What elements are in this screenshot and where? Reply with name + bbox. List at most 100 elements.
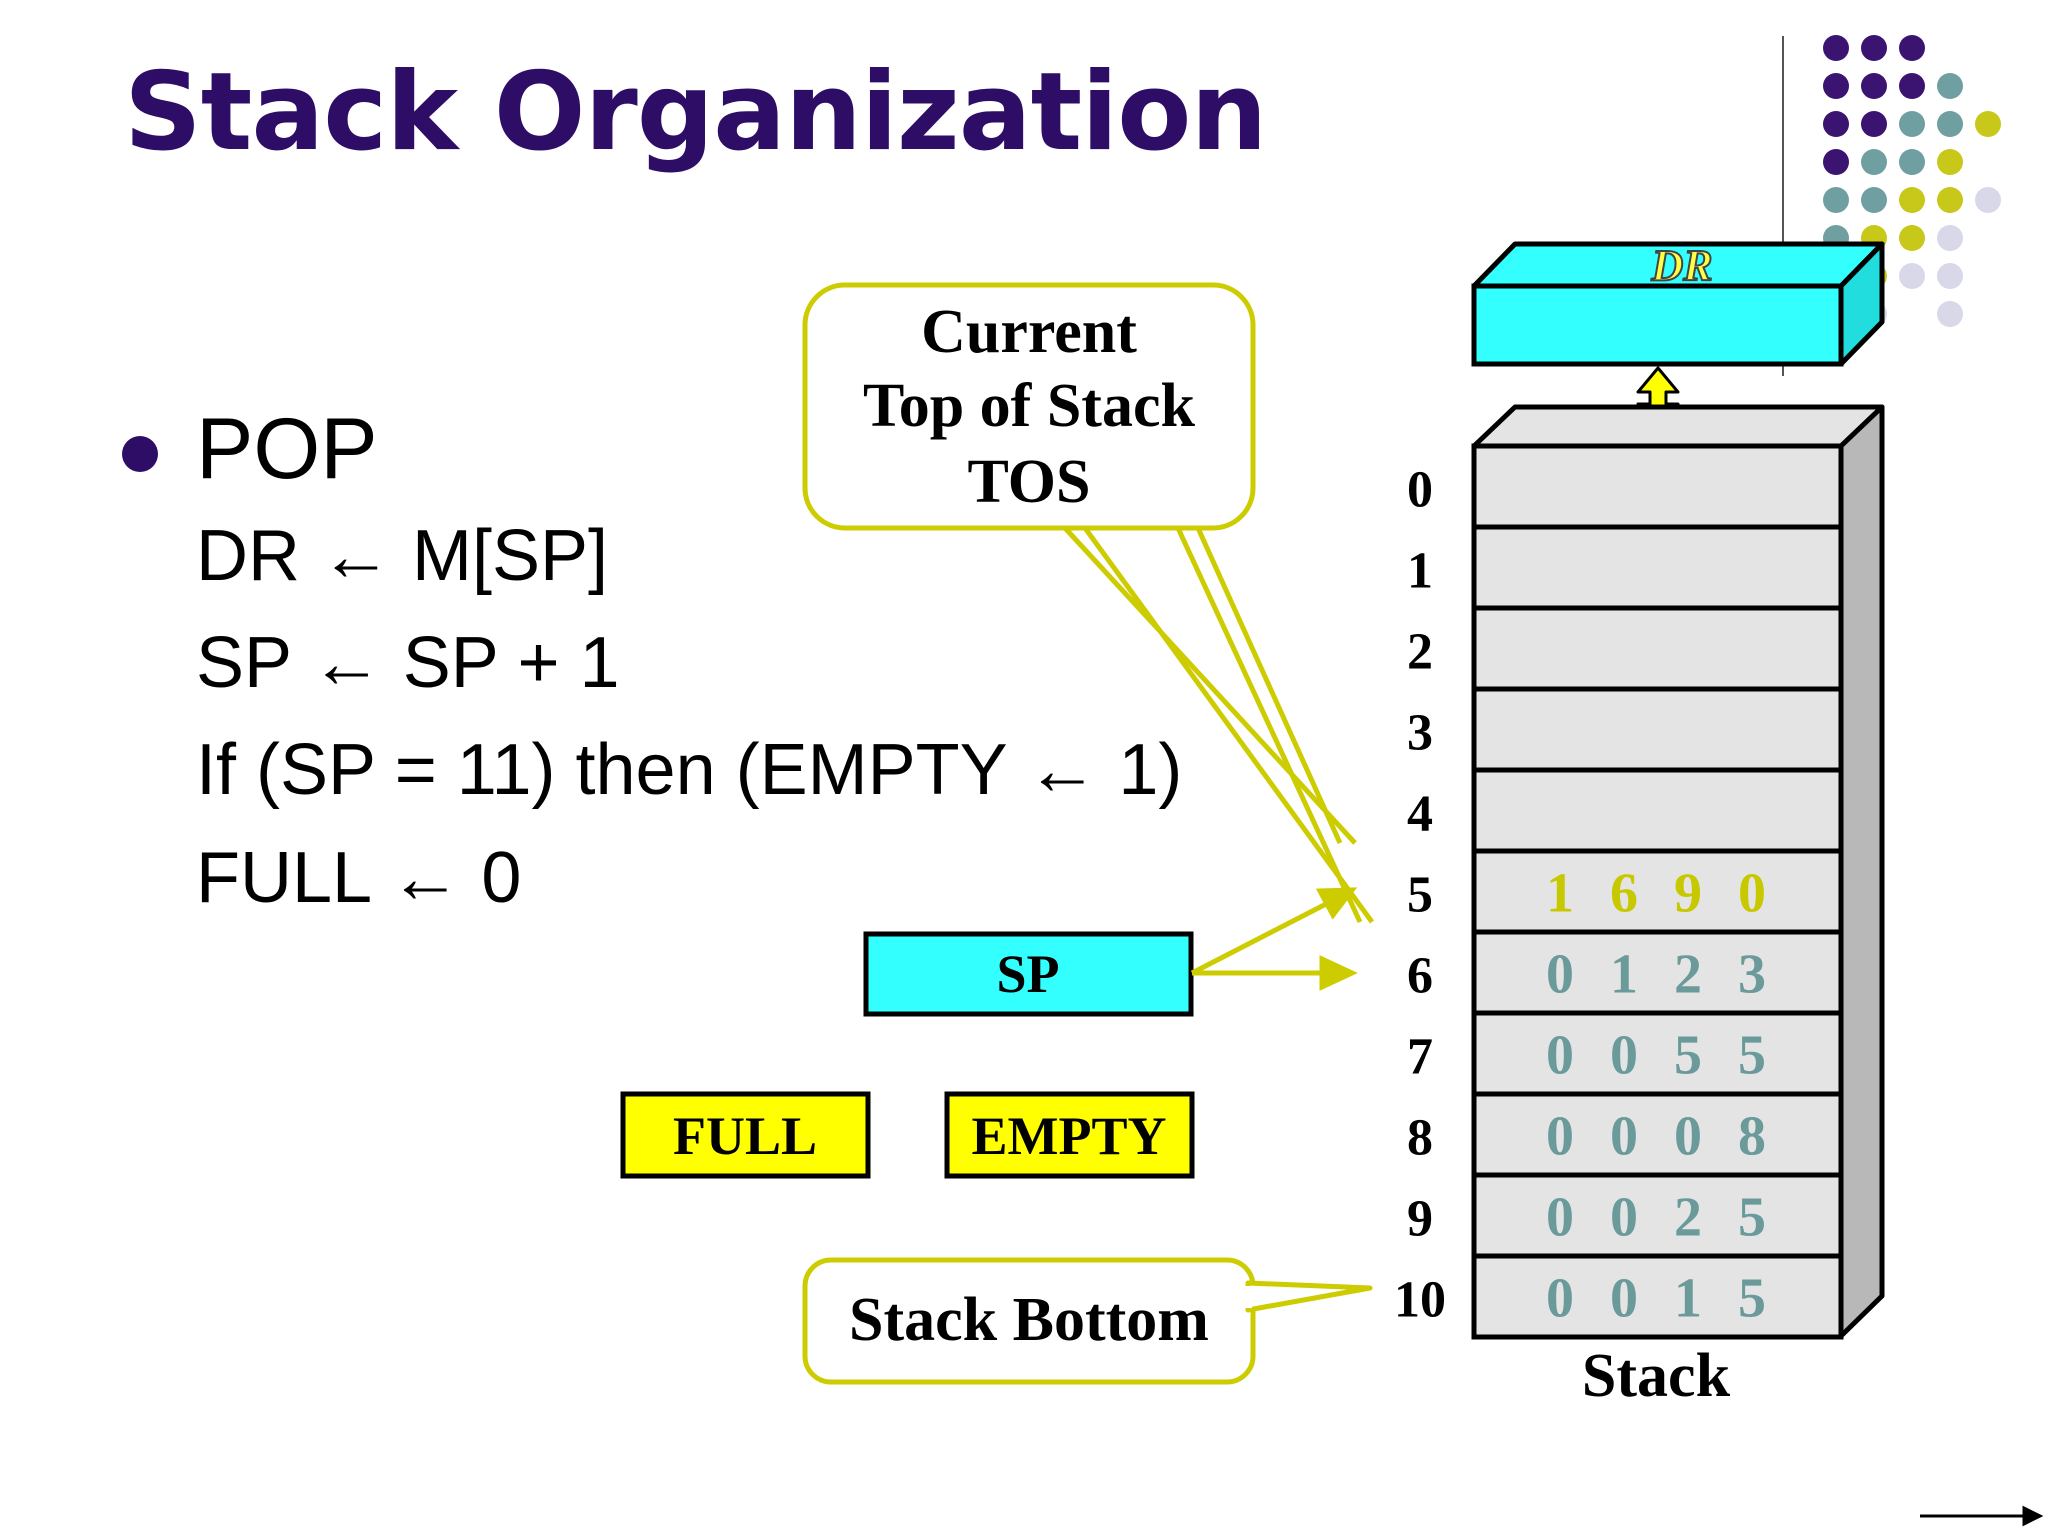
stack-value-digit: 6 bbox=[1610, 863, 1638, 925]
stack-value-digit: 5 bbox=[1738, 1268, 1766, 1330]
tos-callout-line-1: Current bbox=[921, 298, 1137, 366]
stack-bottom-callout bbox=[802, 1257, 1256, 1385]
stack-address-label: 0 bbox=[1407, 462, 1433, 519]
tos-callout-line-2: Top of Stack bbox=[863, 372, 1195, 440]
stack-address-label: 9 bbox=[1407, 1191, 1433, 1248]
stack-side-face bbox=[1838, 404, 1885, 1339]
decorative-dot bbox=[1823, 149, 1849, 175]
stack-value-digit: 9 bbox=[1674, 863, 1702, 925]
tos-callout-pointers bbox=[1063, 526, 1375, 924]
dr-register-label: DR bbox=[1650, 241, 1712, 290]
decorative-dot bbox=[1899, 111, 1925, 137]
decorative-dot bbox=[1823, 35, 1849, 61]
decorative-dot bbox=[1861, 187, 1887, 213]
next-slide-arrow-icon[interactable] bbox=[1920, 1505, 2044, 1527]
empty-flag bbox=[944, 1091, 1195, 1179]
decorative-dot bbox=[1861, 149, 1887, 175]
stack-cell bbox=[1471, 443, 1844, 530]
stack-value-digit: 5 bbox=[1738, 1025, 1766, 1087]
sp-pointer-arrows bbox=[1190, 887, 1358, 991]
decorative-dot bbox=[1937, 187, 1963, 213]
decorative-dot bbox=[1899, 187, 1925, 213]
step-line-4: FULL ← 0 bbox=[196, 838, 522, 918]
stack-value-digit: 1 bbox=[1610, 944, 1638, 1006]
bullet-dot bbox=[122, 436, 158, 472]
stack-value-digit: 1 bbox=[1674, 1268, 1702, 1330]
stack-value-digit: 0 bbox=[1546, 1187, 1574, 1249]
decorative-dot bbox=[1823, 187, 1849, 213]
decorative-dot bbox=[1861, 73, 1887, 99]
stack-value-digit: 5 bbox=[1738, 1187, 1766, 1249]
stack-address-label: 10 bbox=[1394, 1272, 1446, 1329]
decorative-dot bbox=[1975, 187, 2001, 213]
stack-value-digit: 0 bbox=[1674, 1106, 1702, 1168]
decorative-dot bbox=[1823, 73, 1849, 99]
stack-value-digit: 0 bbox=[1546, 944, 1574, 1006]
full-flag-label: FULL bbox=[673, 1106, 817, 1166]
step-line-1: DR ← M[SP] bbox=[196, 516, 609, 596]
decorative-dot bbox=[1861, 111, 1887, 137]
decorative-dot bbox=[1937, 263, 1963, 289]
stack-address-label: 8 bbox=[1407, 1110, 1433, 1167]
stack-value-digit: 0 bbox=[1546, 1268, 1574, 1330]
stack-address-label: 3 bbox=[1407, 705, 1433, 762]
stack-address-label: 2 bbox=[1407, 624, 1433, 681]
page-title: Stack Organization bbox=[124, 50, 1267, 175]
decorative-dot bbox=[1937, 301, 1963, 327]
stack-value-digit: 3 bbox=[1738, 944, 1766, 1006]
empty-flag-label: EMPTY bbox=[972, 1106, 1167, 1166]
stack-bottom-callout-pointer bbox=[1245, 1280, 1373, 1313]
stack-value-digit: 0 bbox=[1738, 863, 1766, 925]
stack-value-digit: 2 bbox=[1674, 1187, 1702, 1249]
stack-cell bbox=[1471, 1172, 1844, 1259]
stack-cell bbox=[1471, 848, 1844, 935]
dr-register bbox=[1471, 283, 1844, 367]
decorative-dot bbox=[1899, 35, 1925, 61]
stack-value-digit: 5 bbox=[1674, 1025, 1702, 1087]
stack-cell bbox=[1471, 686, 1844, 773]
step-line-3: If (SP = 11) then (EMPTY ← 1) bbox=[196, 730, 1183, 810]
stack-value-digit: 0 bbox=[1610, 1106, 1638, 1168]
decorative-dot bbox=[1899, 73, 1925, 99]
stack-bottom-label: Stack Bottom bbox=[849, 1286, 1209, 1354]
decorative-dot bbox=[1861, 35, 1887, 61]
stack-value-digit: 8 bbox=[1738, 1106, 1766, 1168]
full-flag bbox=[620, 1091, 871, 1179]
decorative-dot bbox=[1937, 149, 1963, 175]
decorative-dot bbox=[1937, 225, 1963, 251]
decorative-dot bbox=[1823, 111, 1849, 137]
stack-top-face bbox=[1471, 404, 1885, 449]
step-line-2: SP ← SP + 1 bbox=[196, 623, 620, 703]
decorative-vertical-rule bbox=[1782, 36, 1784, 376]
decorative-dot bbox=[1975, 111, 2001, 137]
decorative-dot bbox=[1899, 263, 1925, 289]
stack-value-digit: 0 bbox=[1610, 1187, 1638, 1249]
stack-address-label: 7 bbox=[1407, 1029, 1433, 1086]
stack-value-digit: 0 bbox=[1610, 1025, 1638, 1087]
stack-value-digit: 1 bbox=[1546, 863, 1574, 925]
stack-cell bbox=[1471, 1091, 1844, 1178]
stack-cell bbox=[1471, 767, 1844, 854]
stack-cell bbox=[1471, 605, 1844, 692]
tos-callout-line-3: TOS bbox=[968, 448, 1091, 516]
sp-register bbox=[863, 931, 1194, 1017]
stack-cell bbox=[1471, 929, 1844, 1016]
decorative-dot bbox=[1899, 225, 1925, 251]
stack-value-digit: 0 bbox=[1546, 1106, 1574, 1168]
stack-cell bbox=[1471, 524, 1844, 611]
stack-cell bbox=[1471, 1253, 1844, 1340]
stack-cell bbox=[1471, 1010, 1844, 1097]
stack-value-digit: 0 bbox=[1546, 1025, 1574, 1087]
stack-address-label: 5 bbox=[1407, 867, 1433, 924]
stack-address-label: 4 bbox=[1407, 786, 1433, 843]
sp-register-label: SP bbox=[996, 944, 1059, 1004]
bullet-pop: POP bbox=[196, 401, 378, 497]
stack-caption: Stack bbox=[1582, 1342, 1731, 1410]
stack-address-label: 1 bbox=[1407, 543, 1433, 600]
tos-callout bbox=[802, 282, 1256, 531]
decorative-dot bbox=[1899, 149, 1925, 175]
stack-value-digit: 0 bbox=[1610, 1268, 1638, 1330]
decorative-dot bbox=[1937, 73, 1963, 99]
